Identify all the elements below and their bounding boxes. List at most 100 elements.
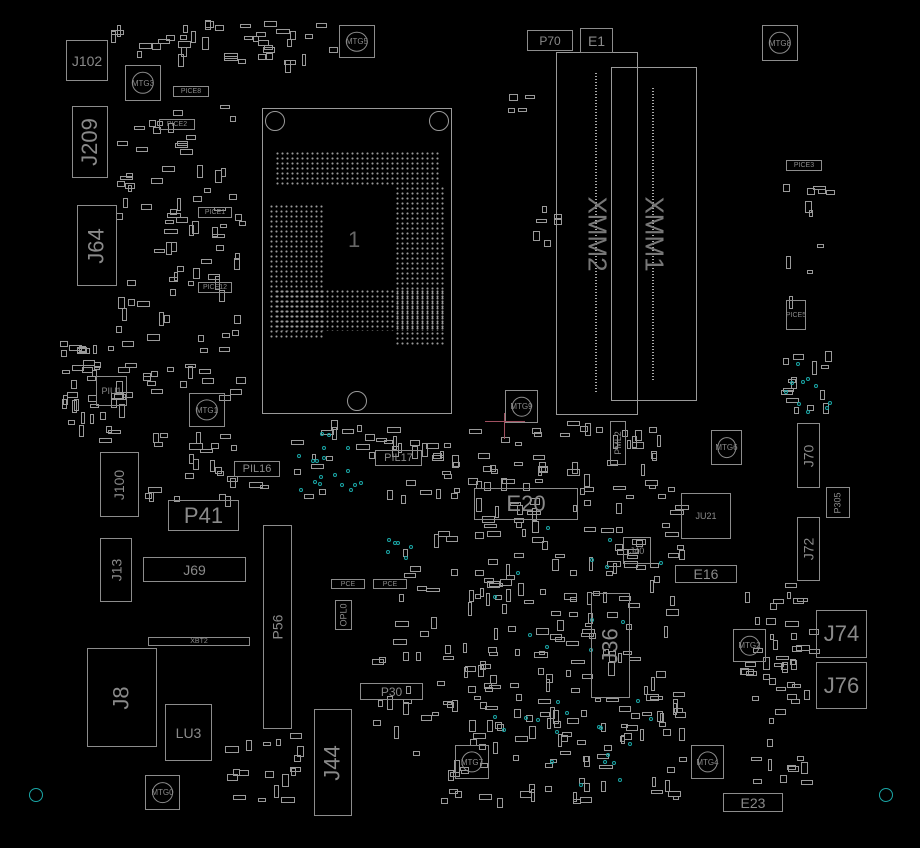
smd-pad[interactable] [789, 658, 796, 665]
smd-pad[interactable] [600, 723, 607, 733]
smd-pad[interactable] [510, 682, 520, 689]
smd-pad[interactable] [219, 433, 231, 440]
smd-pad[interactable] [629, 656, 641, 662]
smd-pad[interactable] [128, 299, 136, 306]
mounting-hole-mtg4[interactable]: MTG4 [691, 745, 724, 779]
smd-pad[interactable] [202, 37, 209, 51]
smd-pad[interactable] [125, 173, 134, 178]
smd-pad[interactable] [632, 442, 645, 450]
smd-pad[interactable] [552, 559, 559, 572]
smd-pad[interactable] [580, 709, 588, 717]
smd-pad[interactable] [71, 379, 78, 389]
smd-pad[interactable] [514, 461, 523, 467]
smd-pad[interactable] [566, 420, 580, 426]
smd-pad[interactable] [117, 367, 131, 374]
connector-j74[interactable]: J74 [816, 610, 867, 658]
smd-pad[interactable] [617, 652, 622, 663]
smd-pad[interactable] [616, 503, 623, 514]
smd-pad[interactable] [556, 620, 564, 631]
smd-pad[interactable] [451, 568, 458, 577]
smd-pad[interactable] [469, 720, 477, 733]
mounting-hole-mtg1[interactable]: MTG1 [189, 393, 225, 427]
smd-pad[interactable] [79, 424, 84, 437]
smd-pad[interactable] [452, 461, 460, 467]
smd-pad[interactable] [193, 458, 200, 470]
smd-pad[interactable] [825, 189, 836, 195]
smd-pad[interactable] [534, 651, 548, 659]
smd-pad[interactable] [584, 423, 592, 437]
smd-pad[interactable] [776, 656, 790, 661]
smd-pad[interactable] [215, 466, 223, 475]
smd-pad[interactable] [532, 428, 541, 434]
smd-pad[interactable] [797, 598, 808, 603]
smd-pad[interactable] [518, 107, 528, 113]
smd-pad[interactable] [402, 702, 410, 716]
smd-pad[interactable] [537, 698, 551, 705]
smd-pad[interactable] [162, 166, 175, 173]
smd-pad[interactable] [602, 591, 607, 604]
connector-j72[interactable]: J72 [797, 517, 820, 581]
smd-pad[interactable] [150, 370, 159, 378]
smd-pad[interactable] [215, 25, 224, 31]
smd-pad[interactable] [811, 361, 818, 375]
smd-pad[interactable] [538, 467, 548, 472]
smd-pad[interactable] [108, 429, 121, 435]
smd-pad[interactable] [475, 532, 485, 539]
smd-pad[interactable] [232, 329, 239, 336]
smd-pad[interactable] [564, 593, 577, 600]
smd-pad[interactable] [403, 652, 410, 661]
smd-pad[interactable] [745, 661, 757, 667]
smd-pad[interactable] [218, 346, 231, 352]
smd-pad[interactable] [529, 726, 537, 740]
smd-pad[interactable] [656, 435, 661, 448]
smd-pad[interactable] [581, 674, 593, 679]
smd-pad[interactable] [808, 648, 821, 654]
smd-pad[interactable] [796, 755, 804, 762]
smd-pad[interactable] [565, 669, 572, 677]
smd-pad[interactable] [663, 729, 672, 737]
smd-pad[interactable] [164, 228, 178, 235]
smd-pad[interactable] [494, 627, 499, 640]
smd-pad[interactable] [515, 521, 522, 529]
smd-pad[interactable] [570, 659, 585, 665]
smd-pad[interactable] [791, 698, 801, 705]
smd-pad[interactable] [646, 694, 660, 701]
smd-pad[interactable] [169, 288, 177, 296]
smd-pad[interactable] [153, 442, 163, 447]
smd-pad[interactable] [490, 464, 497, 472]
smd-pad[interactable] [173, 109, 183, 117]
smd-pad[interactable] [762, 674, 771, 680]
smd-pad[interactable] [572, 791, 578, 802]
smd-pad[interactable] [179, 35, 188, 40]
smd-pad[interactable] [180, 149, 194, 156]
smd-pad[interactable] [136, 300, 150, 308]
smd-pad[interactable] [532, 520, 539, 534]
cap-pice8[interactable]: PICE8 [173, 86, 209, 97]
smd-pad[interactable] [392, 639, 407, 646]
smd-pad[interactable] [293, 469, 301, 475]
smd-pad[interactable] [411, 446, 419, 459]
cap-pce-b[interactable]: PCE [373, 579, 407, 589]
smd-pad[interactable] [640, 463, 646, 476]
smd-pad[interactable] [165, 35, 176, 42]
smd-pad[interactable] [786, 397, 799, 403]
smd-pad[interactable] [483, 578, 495, 584]
smd-pad[interactable] [772, 598, 784, 605]
smd-pad[interactable] [523, 482, 530, 492]
smd-pad[interactable] [124, 183, 136, 190]
smd-pad[interactable] [252, 35, 259, 42]
smd-pad[interactable] [431, 712, 439, 717]
smd-pad[interactable] [665, 609, 680, 616]
smd-pad[interactable] [148, 486, 162, 493]
smd-pad[interactable] [679, 549, 685, 560]
smd-pad[interactable] [432, 452, 442, 460]
smd-pad[interactable] [69, 344, 83, 352]
mounting-hole-mtg8[interactable]: MTG8 [762, 25, 798, 61]
smd-pad[interactable] [672, 691, 685, 697]
smd-pad[interactable] [625, 495, 634, 500]
smd-pad[interactable] [669, 595, 675, 606]
smd-pad[interactable] [211, 226, 218, 238]
smd-pad[interactable] [368, 451, 375, 459]
smd-pad[interactable] [763, 657, 770, 670]
cap-pce-a[interactable]: PCE [331, 579, 365, 589]
